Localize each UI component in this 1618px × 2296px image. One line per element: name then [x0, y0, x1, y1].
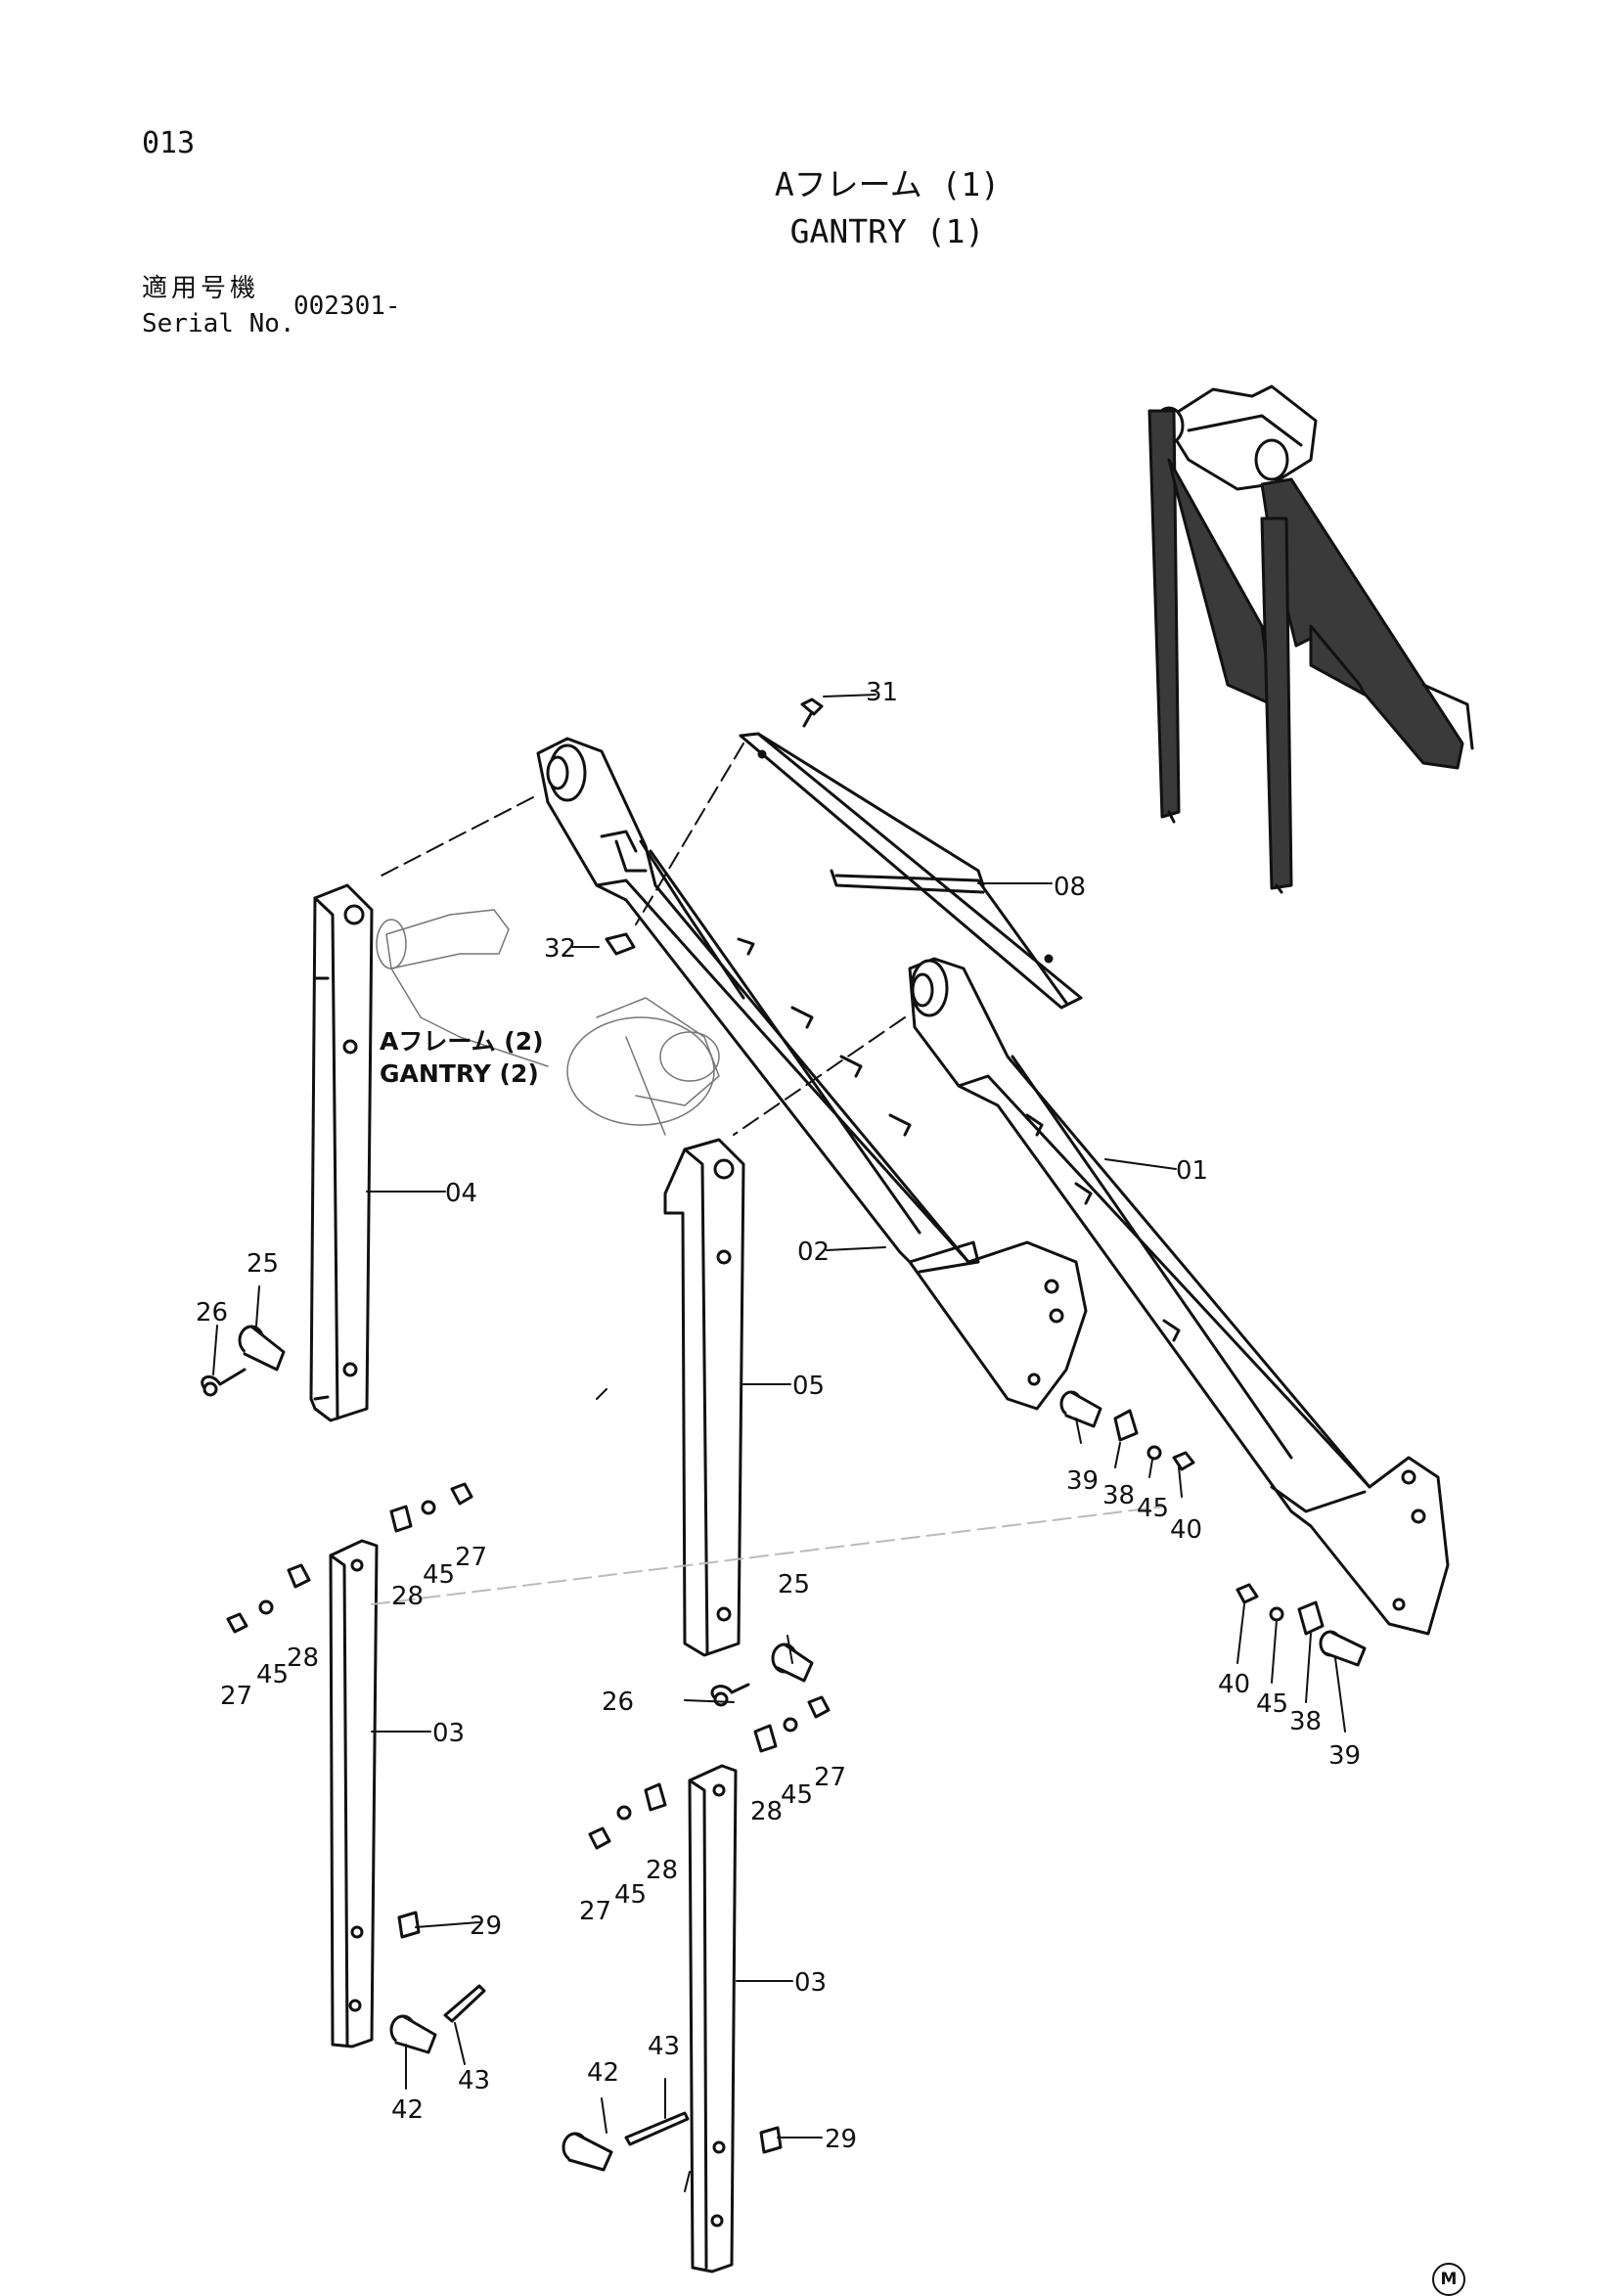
callout-42: 42: [587, 2058, 619, 2088]
callout-03: 03: [432, 1719, 465, 1748]
callout-27: 27: [220, 1682, 252, 1711]
callout-29: 29: [470, 1912, 502, 1941]
gantry-2-label-english: GANTRY (2): [380, 1059, 539, 1088]
part-05-link: [663, 1138, 745, 1657]
callout-45: 45: [1137, 1494, 1169, 1523]
callout-01: 01: [1176, 1156, 1208, 1186]
callout-45: 45: [256, 1660, 289, 1689]
callout-28: 28: [750, 1797, 783, 1826]
callouts: 31 08 32 01 04 02 05 25 26 39 38 45 40 2…: [196, 678, 1361, 2154]
part-03-link-center: [688, 1764, 738, 2273]
part-08-brace: [739, 732, 1083, 1010]
callout-43: 43: [458, 2066, 490, 2095]
callout-39: 39: [1328, 1741, 1361, 1771]
part-04-link: [309, 883, 374, 1422]
leader-lines: [212, 694, 1346, 2192]
callout-26: 26: [602, 1688, 634, 1717]
callout-38: 38: [1289, 1707, 1322, 1736]
callout-04: 04: [445, 1179, 477, 1208]
assembled-gantry-inset: [1147, 384, 1474, 894]
callout-28: 28: [646, 1856, 678, 1885]
gantry-2-label-japanese: Aフレーム (2): [380, 1027, 544, 1056]
callout-08: 08: [1054, 873, 1086, 902]
callout-38: 38: [1102, 1481, 1135, 1510]
callout-28: 28: [287, 1643, 319, 1673]
callout-29: 29: [825, 2125, 857, 2154]
title-japanese: Aフレーム (1): [774, 165, 1001, 203]
page-number: 013: [142, 126, 196, 160]
callout-40: 40: [1170, 1515, 1202, 1545]
part-03-link-left: [329, 1539, 379, 2048]
callout-42: 42: [391, 2095, 424, 2125]
callout-26: 26: [196, 1298, 228, 1328]
serial-label-japanese: 適用号機: [142, 274, 260, 303]
callout-03: 03: [794, 1968, 827, 1998]
part-01-arm: [908, 957, 1450, 1636]
callout-28: 28: [391, 1582, 424, 1611]
callout-39: 39: [1066, 1466, 1099, 1496]
callout-43: 43: [648, 2032, 680, 2061]
callout-27: 27: [814, 1763, 846, 1792]
callout-31: 31: [866, 678, 898, 707]
callout-25: 25: [247, 1249, 279, 1279]
callout-27: 27: [455, 1543, 487, 1572]
callout-05: 05: [792, 1372, 825, 1401]
gantry-2-reference: [376, 909, 720, 1136]
callout-45: 45: [423, 1560, 455, 1590]
hardware: [201, 698, 1367, 2172]
callout-25: 25: [778, 1570, 810, 1599]
callout-02: 02: [797, 1238, 830, 1267]
callout-45: 45: [781, 1780, 813, 1810]
callout-45: 45: [1256, 1689, 1288, 1719]
callout-40: 40: [1218, 1670, 1250, 1699]
callout-27: 27: [579, 1897, 611, 1926]
part-02-arm: [536, 737, 1088, 1411]
title-english: GANTRY (1): [789, 212, 985, 250]
callout-32: 32: [544, 934, 576, 964]
manufacturer-mark: M: [1432, 2263, 1465, 2296]
serial-label-english: Serial No.: [142, 309, 295, 338]
serial-number-value: 002301-: [293, 292, 401, 321]
callout-45: 45: [614, 1880, 647, 1910]
